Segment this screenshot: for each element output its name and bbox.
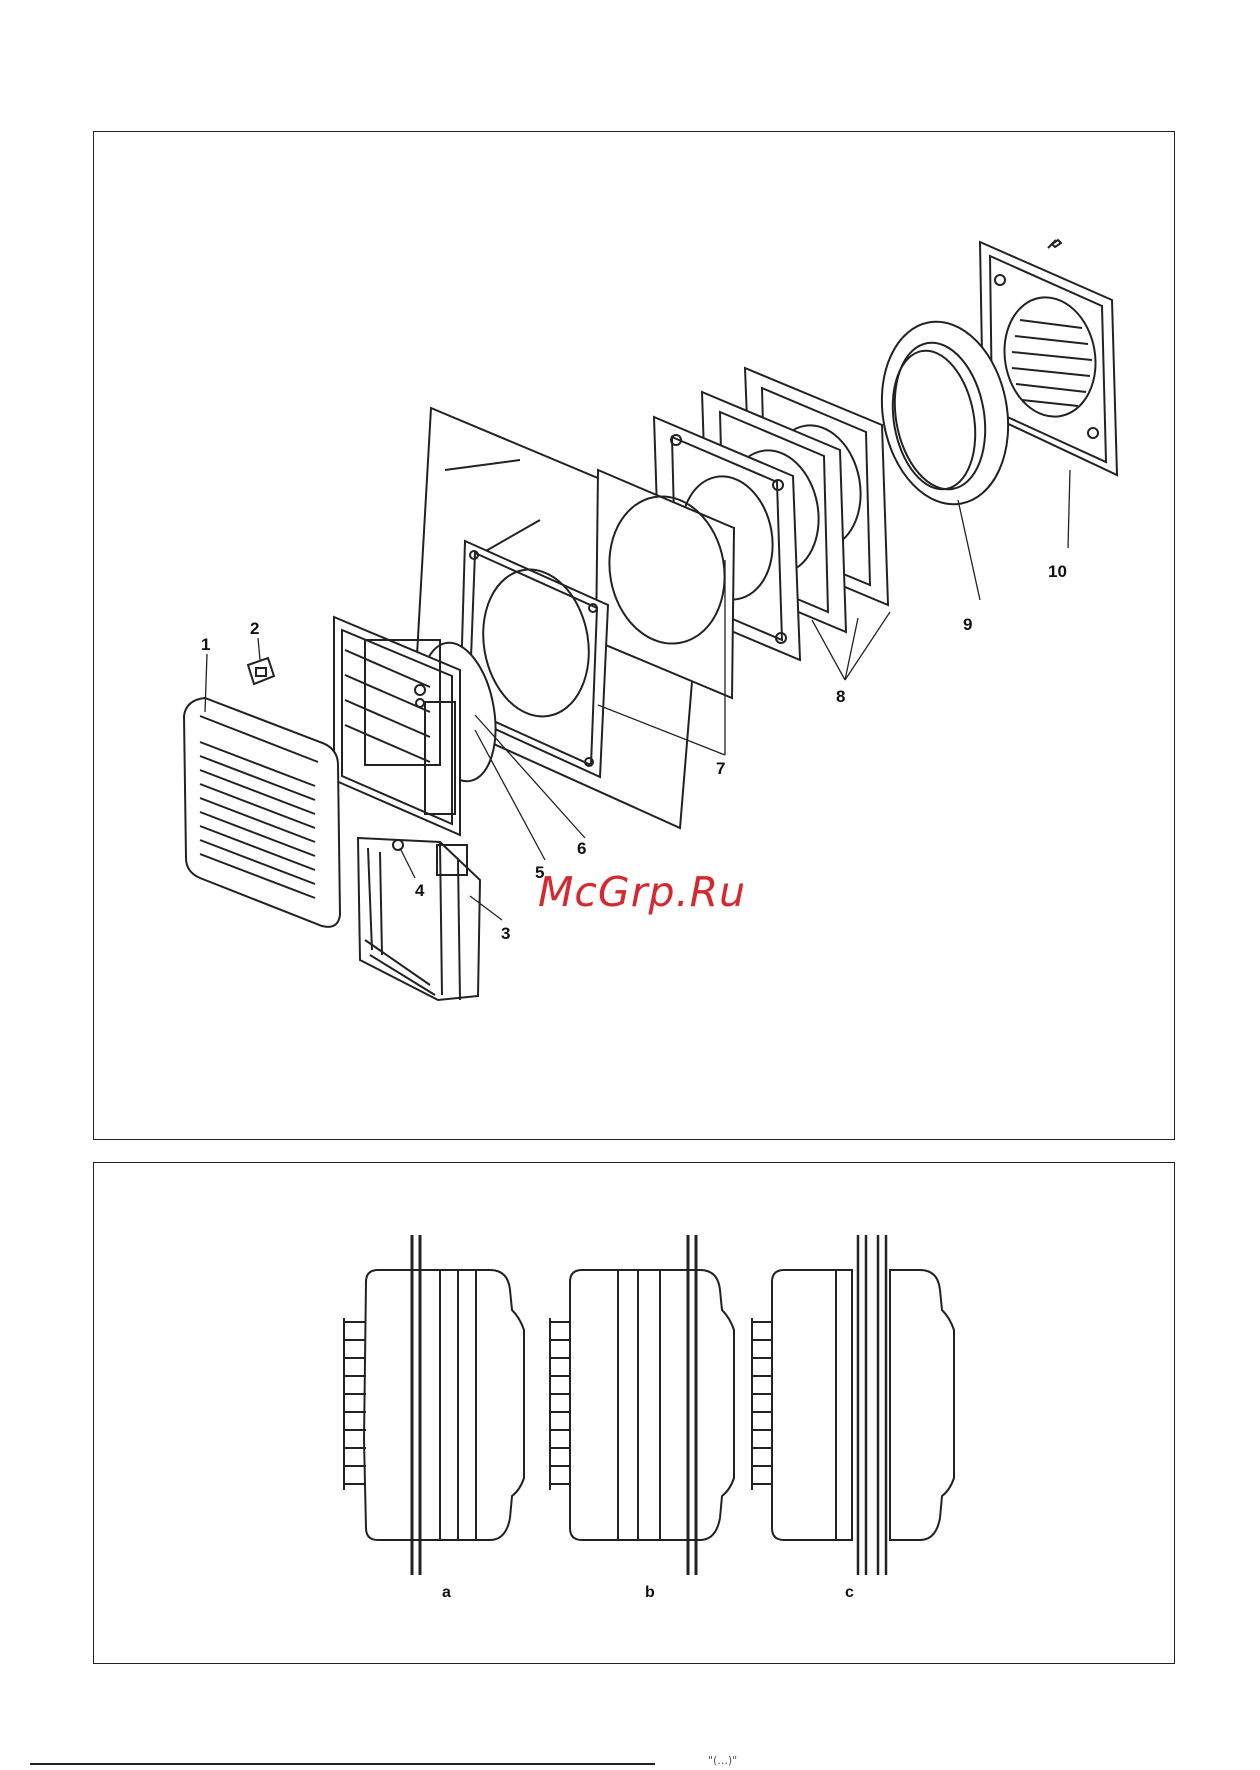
variant-label-a: a: [442, 1585, 451, 1601]
variant-c-drawing: [752, 1235, 954, 1575]
variant-a-louvers: [344, 1318, 366, 1490]
footer-rule: [30, 1763, 655, 1765]
footer-text: "(...)": [708, 1754, 737, 1767]
variant-label-b: b: [645, 1585, 655, 1601]
variant-a-drawing: [344, 1235, 524, 1575]
variant-b-drawing: [550, 1235, 734, 1575]
variant-label-c: c: [845, 1585, 854, 1601]
